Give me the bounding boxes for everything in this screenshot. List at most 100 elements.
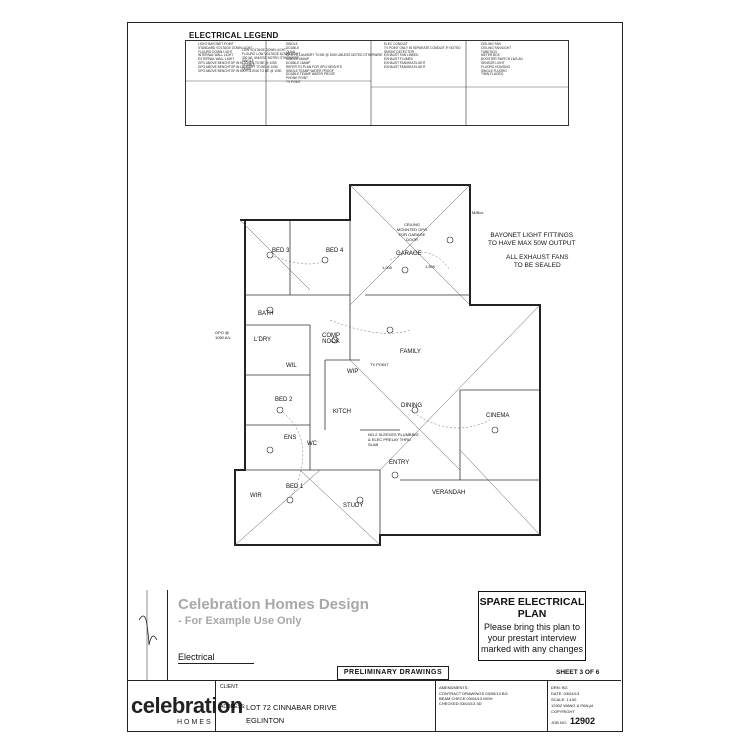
spare-plan-box: SPARE ELECTRICAL PLAN Please bring this … — [478, 591, 586, 661]
legend-entry: 300-WL UNLESS NOTED OTHERWISE — [242, 55, 299, 60]
legend-entry: GPO ABOVE BENCHTOP IN LAUNDRY TO BE @ 10… — [198, 64, 278, 69]
title-block: celebration HOMES CLIENT: ADDRESS: LOT 7… — [127, 680, 621, 731]
legend-entry: SMOKE DETECTOR — [384, 49, 414, 54]
legend-entry: EXHAUST FLUMED — [384, 57, 413, 62]
legend-entry: DOUBLE 15AMP — [286, 60, 311, 65]
room-garage: GARAGE — [396, 251, 422, 257]
room-cinema: CINEMA — [486, 413, 510, 419]
client-label: CLIENT: — [220, 684, 239, 690]
room-dining: DINING — [401, 403, 422, 409]
amendments-cell: AMENDMENTS: CONTRACT DRAWINGS 03/09/13 B… — [435, 681, 548, 731]
legend-entry: METER BOX — [481, 53, 500, 58]
job-label: JOB NO: — [551, 720, 568, 725]
room-study: STUDY — [343, 503, 364, 509]
room-comp-nook: COMP NOOK — [322, 333, 340, 345]
room-wil: WIL — [286, 363, 297, 369]
legend-entry: ELEC CONDUIT — [384, 42, 408, 46]
legend-entry: SINGLE TEAMP WATER PROOF — [286, 68, 334, 73]
room-kitchen: KITCH — [333, 409, 351, 415]
preliminary-drawings-label: PRELIMINARY DRAWINGS — [337, 666, 449, 680]
legend-entry: TWIN FLUORO — [481, 72, 504, 77]
legend-entry: DOUBLE TEAMP WATER PROOF — [286, 72, 336, 77]
legend-entry: DOUBLE — [286, 45, 300, 50]
legend-entry: GPO ABOVE BENCHTOP IN BATH & ENS TO BE @… — [198, 68, 282, 73]
exhaust-note: ALL EXHAUST FANS TO BE SEALED — [506, 254, 569, 270]
annotation-gpo-height: GPO @ 1050 A/L — [215, 330, 231, 340]
company-logo: celebration — [131, 693, 243, 718]
legend-entry: SENSOR LIGHT — [481, 60, 505, 65]
signature-strip — [127, 590, 168, 680]
annotation-tv-point: TV POINT — [370, 362, 389, 367]
legend-entry: CEILING FAN — [481, 42, 501, 46]
signature-mark — [138, 590, 158, 680]
drawing-scale: SCALE: 1:100 — [551, 697, 577, 702]
room-laundry: L'DRY — [254, 337, 272, 343]
legend-entry: LIGHT BAYONET POINT — [198, 42, 234, 46]
legend-entry: GPO ABOVE BENCHTOP IN KITCHEN TO BE @ 10… — [198, 60, 277, 65]
plan-type-label: Electrical — [178, 652, 215, 662]
legend-entry: TV POINT ONLY IN SEPARATE CONDUIT IF NOT… — [384, 45, 461, 50]
legend-grid — [186, 41, 568, 125]
annotation-dim-1000: 1,000 — [382, 265, 393, 270]
spare-line-3: marked with any changes — [480, 644, 584, 654]
spare-line-1: Please bring this plan to — [483, 622, 581, 632]
legend-entry: FLOURO LOW VOLTAGE DOWN LIGHT — [242, 51, 301, 56]
room-bed-2: BED 2 — [275, 397, 293, 403]
job-info-cell: DRN: BG DATE: 03/04/13 SCALE: 1:100 1290… — [547, 681, 622, 731]
legend-entry: FLUORO HOUSING — [481, 64, 511, 69]
annotation-dim-1500: 1,500 — [425, 264, 436, 269]
company-logo-sub: HOMES — [177, 719, 213, 726]
legend-entry: REFER TO PLAN FOR GPO HEIGHTS — [286, 64, 342, 69]
legend-entry: INTERNAL WALL LIGHT — [198, 53, 234, 58]
legend-entry: STANDARD VOLTAGE DOWN LIGHT — [198, 45, 253, 50]
note-line-1: BAYONET LIGHT FITTINGS — [490, 232, 574, 239]
legend-entry: SINGLE FLUORO — [481, 68, 507, 73]
amendment-1: CONTRACT DRAWINGS 03/09/13 BG — [439, 691, 508, 696]
watermark-subtitle: - For Example Use Only — [178, 615, 302, 627]
drawing-date: DATE: 03/04/13 — [551, 691, 580, 696]
watermark-title: Celebration Homes Design — [178, 596, 369, 613]
legend-entry: TV POINT — [286, 79, 301, 84]
amendment-3: CHECKED 03/04/13 3D — [439, 701, 482, 706]
room-wip: WIP — [347, 369, 359, 375]
note-line-2: TO HAVE MAX 50W OUTPUT — [488, 240, 576, 247]
sheet-number: SHEET 3 OF 6 — [556, 669, 600, 676]
annotation-sleeves: NO.2 SLEEVES PLUMBING & ELEC PRELAY THRU… — [368, 432, 419, 447]
legend-entry: PHONE POINT — [286, 76, 308, 81]
amendment-2: BEAM CHECK 03/04/13 MGH — [439, 696, 493, 701]
legend-entry: EXTERNAL WALL LIGHT — [198, 57, 235, 62]
legend-title: ELECTRICAL LEGEND — [189, 31, 279, 40]
room-entry: ENTRY — [389, 460, 410, 466]
legend-entry: TUBE BOX — [481, 49, 498, 54]
address-label: ADDRESS: — [220, 704, 246, 710]
floor-plan — [234, 184, 541, 546]
legend-entry: GPO TO LAUNDRY TO BE @ 1050 UNLESS NOTED… — [286, 53, 383, 58]
address-line-1: LOT 72 CINNABAR DRIVE — [246, 703, 337, 712]
room-verandah: VERANDAH — [432, 490, 466, 496]
room-bed-4: BED 4 — [326, 248, 344, 254]
bayonet-note: BAYONET LIGHT FITTINGS TO HAVE MAX 50W O… — [488, 232, 576, 248]
annotation-meter-box: M/Box — [472, 210, 484, 215]
room-wir: WIR — [250, 493, 262, 499]
job-number: 12902 — [570, 716, 596, 726]
legend-entry: SINGLE — [286, 42, 298, 46]
legend-entry: EXHAUST FAN/HEAT/LIGHT — [384, 64, 426, 69]
copyright: COPYRIGHT — [551, 709, 575, 714]
annotation-garage-gpo: CEILING MOUNTED GPO FOR GARAGE DOOR — [396, 222, 428, 242]
legend-entry: EXHAUST FAN/HEAT/LIGHT — [384, 60, 426, 65]
legend-entry: SINGLE — [242, 59, 254, 64]
legend-entry: LOW VOLTAGE DOWN LIGHT — [242, 48, 286, 52]
note-line-4: TO BE SEALED — [513, 262, 561, 269]
amendments-label: AMENDMENTS: — [439, 685, 469, 690]
address-line-2: EGLINTON — [246, 716, 285, 725]
room-ensuite: ENS — [284, 435, 297, 441]
drawn-by: DRN: BG — [551, 685, 568, 690]
legend-entry: CEILING FAN/LIGHT — [481, 45, 512, 50]
spare-line-2: your prestart interview — [487, 633, 577, 643]
legend-entry: EXHAUST FAN LINKED — [384, 53, 419, 58]
